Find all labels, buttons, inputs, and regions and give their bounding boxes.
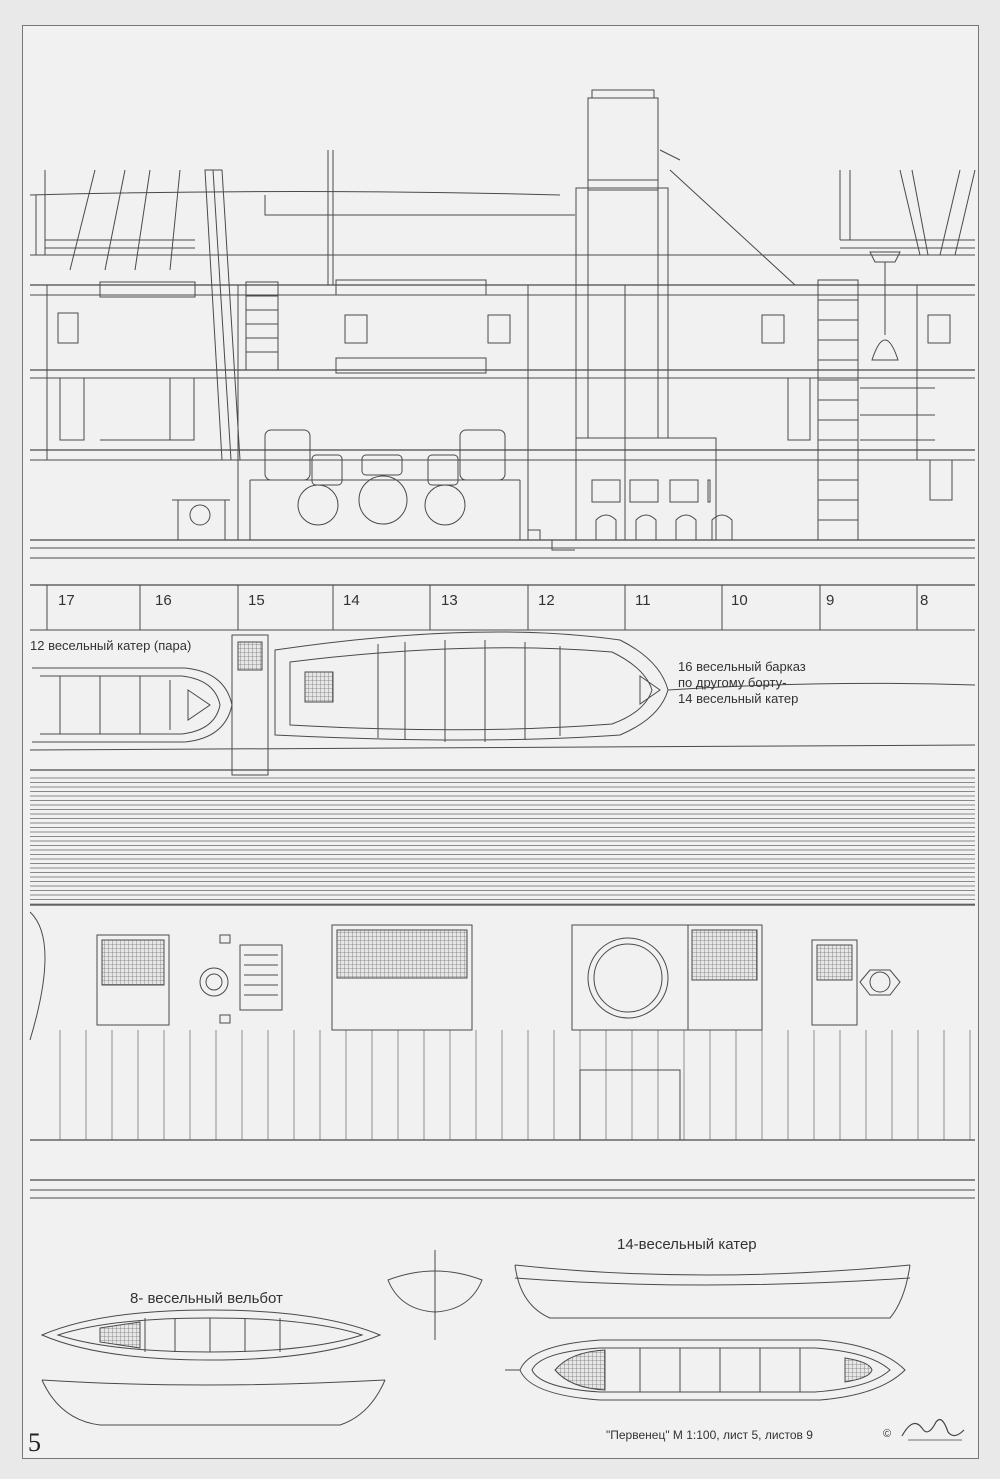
deck-plan [29, 769, 975, 1199]
page-number: 5 [28, 1428, 41, 1457]
boat-details [40, 1250, 911, 1426]
label-boat-pair: 12 весельный катер (пара) [30, 638, 192, 653]
label-longboat-line1: 16 весельный барказ [678, 659, 806, 674]
profile-view [29, 89, 976, 631]
label-longboat-line2: по другому борту- [678, 675, 787, 690]
label-longboat-line3: 14 весельный катер [678, 691, 799, 706]
frame-number-16: 16 [155, 592, 172, 609]
frame-number-10: 10 [731, 592, 748, 609]
frame-number-14: 14 [343, 592, 360, 609]
frame-number-8: 8 [920, 592, 929, 609]
label-cutter-title: 14-весельный катер [617, 1236, 757, 1253]
boats-on-deck [29, 631, 976, 776]
frame-number-17: 17 [58, 592, 75, 609]
frame-number-11: 11 [635, 592, 651, 609]
label-whaleboat-title: 8- весельный вельбот [130, 1290, 283, 1307]
sheet-caption: "Первенец" М 1:100, лист 5, листов 9 [606, 1428, 813, 1442]
frame-number-13: 13 [441, 592, 458, 609]
frame-number-12: 12 [538, 592, 555, 609]
copyright-symbol: © [883, 1428, 892, 1440]
frame-number-9: 9 [826, 592, 835, 609]
frame-number-15: 15 [248, 592, 265, 609]
signature-icon [901, 1419, 965, 1441]
